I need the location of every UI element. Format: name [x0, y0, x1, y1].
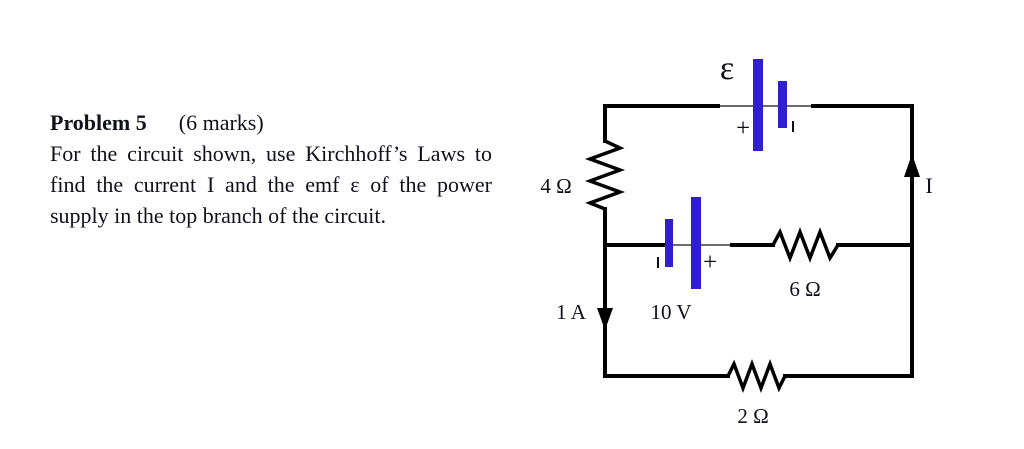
label-resistor-6ohm: 6 Ω: [789, 277, 820, 301]
current-arrows: [597, 154, 920, 330]
resistor-4ohm-zigzag: [584, 139, 626, 211]
label-current-1A: 1 A: [556, 300, 587, 324]
current-arrow-up-icon: [904, 154, 920, 177]
label-current-I: I: [925, 173, 932, 198]
label-mid-battery-plus: +: [703, 249, 717, 276]
circuit-wires: [603, 104, 914, 378]
batteries: [665, 59, 787, 289]
circuit-labels: ε + 4 Ω I + 6 Ω 1 A 10 V 2 Ω: [540, 50, 932, 428]
label-top-battery-plus: +: [736, 115, 750, 142]
resistors: [584, 139, 840, 393]
mid-battery-short-plate: [665, 219, 673, 267]
mid-battery-long-plate: [691, 197, 701, 289]
problem-title-line: Problem 5 (6 marks): [50, 107, 492, 138]
top-battery-short-plate: [778, 81, 787, 128]
problem-body-line-3: supply in the top branch of the circuit.: [50, 203, 387, 228]
problem-body-line-1: For the circuit shown, use Kirchhoff’s L…: [50, 141, 492, 166]
problem-marks: (6 marks): [178, 110, 264, 135]
problem-title: Problem 5: [50, 110, 147, 135]
label-emf: ε: [720, 50, 734, 87]
resistor-6ohm-zigzag: [771, 227, 840, 263]
problem-body-line-2: find the current I and the emf ε of the …: [50, 172, 492, 197]
top-battery-long-plate: [753, 59, 763, 151]
label-resistor-2ohm: 2 Ω: [737, 404, 768, 428]
label-resistor-4ohm: 4 Ω: [540, 174, 571, 198]
terminal-ticks: [657, 121, 794, 268]
current-arrow-down-icon: [597, 308, 613, 330]
problem-statement: Problem 5 (6 marks) For the circuit shown…: [50, 107, 492, 231]
resistor-2ohm-zigzag: [726, 359, 787, 393]
label-voltage-10V: 10 V: [650, 300, 691, 324]
